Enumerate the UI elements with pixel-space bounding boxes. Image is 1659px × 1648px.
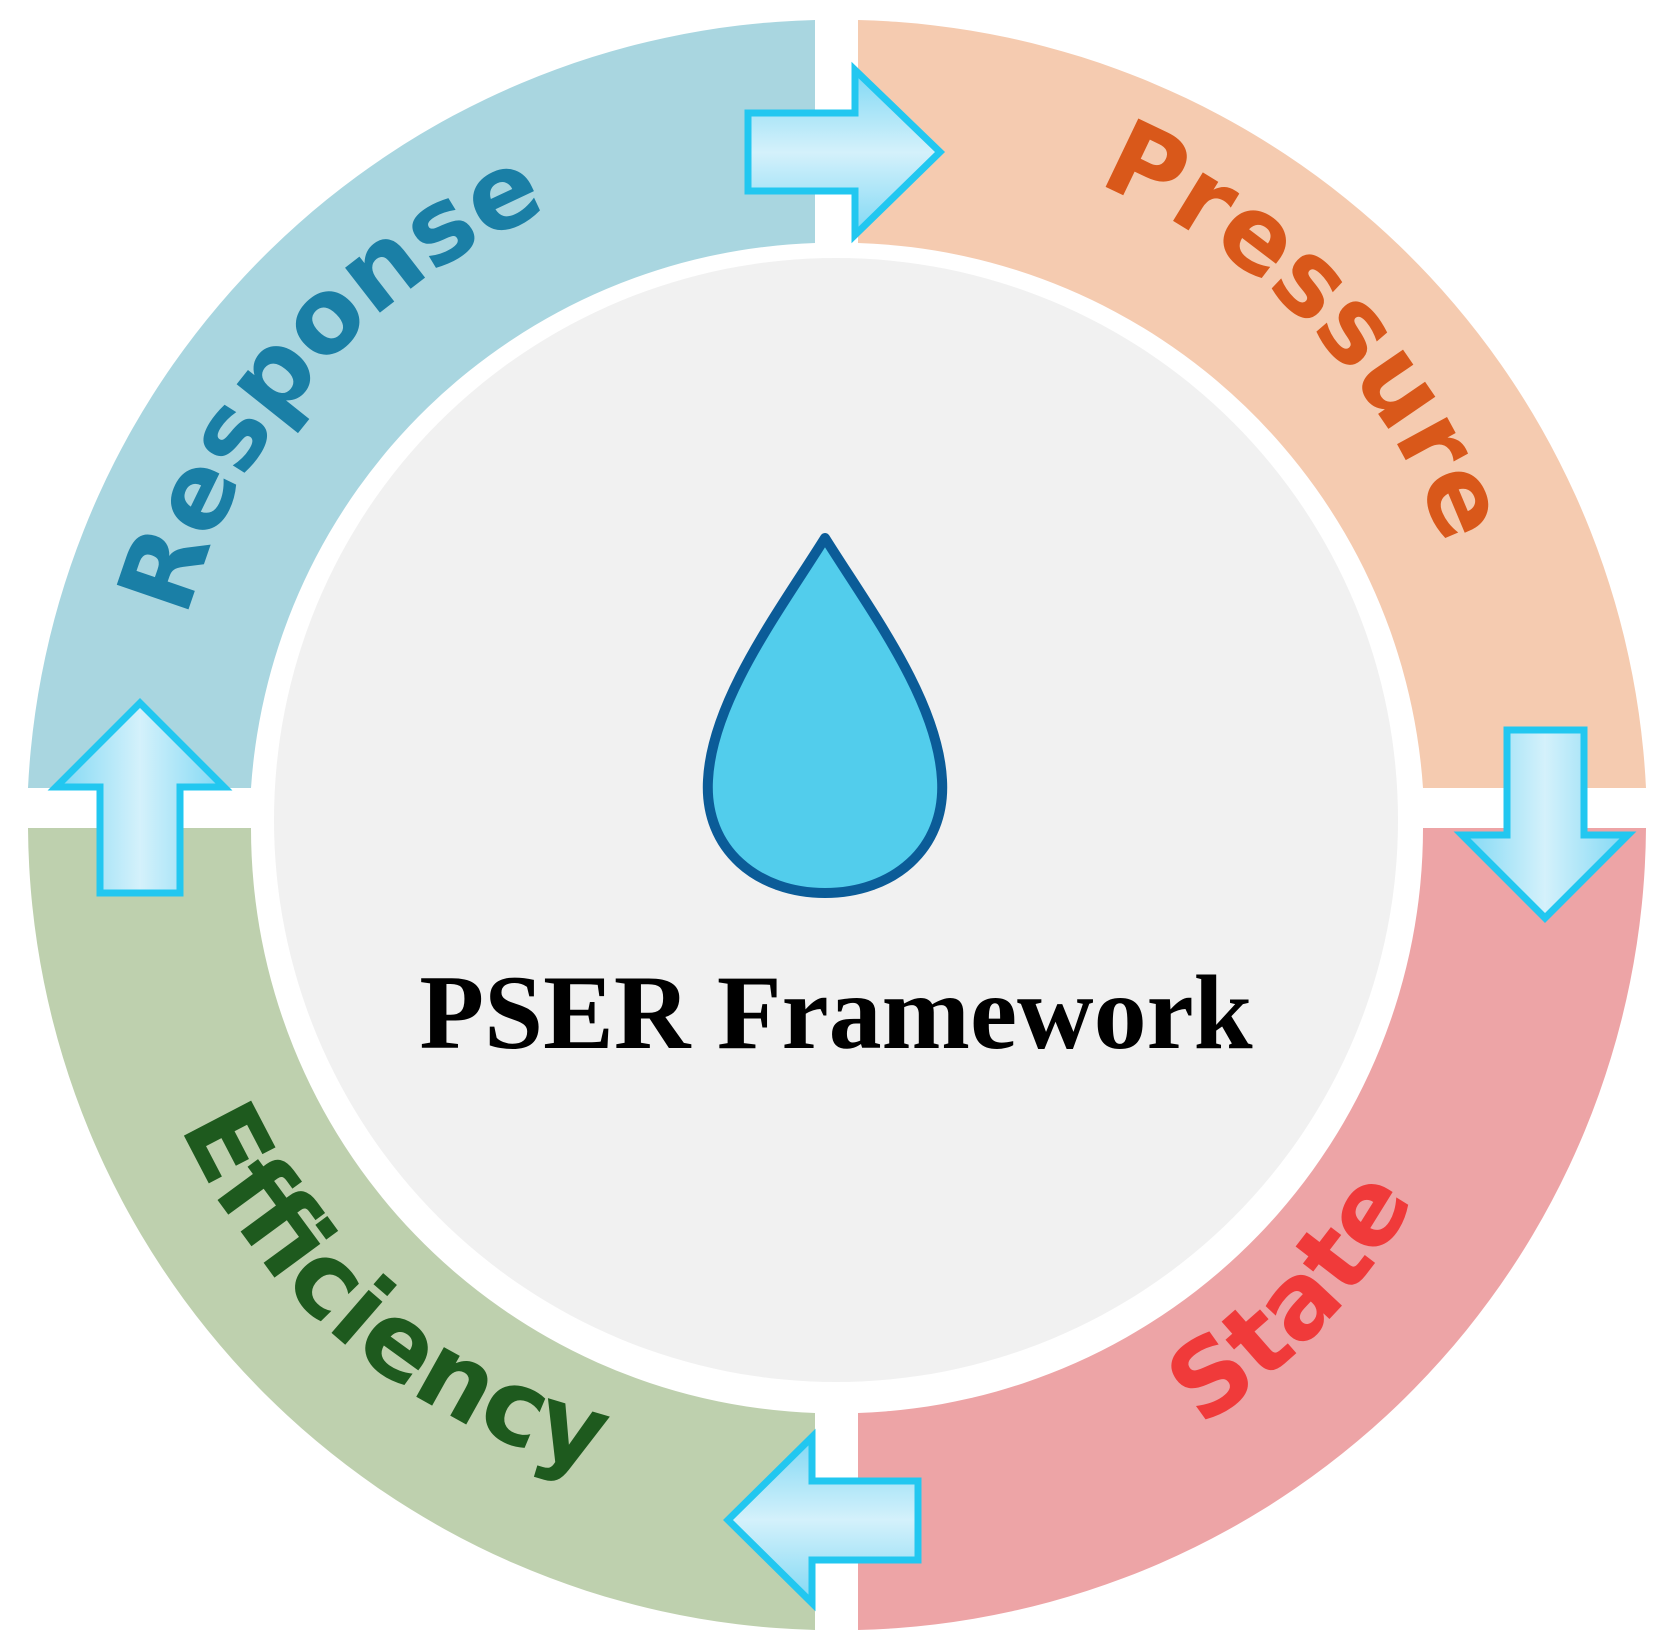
response-segment: [28, 20, 815, 788]
efficiency-segment: [28, 828, 815, 1630]
water-drop-icon: [702, 533, 948, 898]
arrow-left-icon: [723, 1428, 922, 1612]
framework-title: PSER Framework: [419, 954, 1252, 1071]
arrow-down-icon: [1453, 726, 1637, 923]
arrow-up-icon: [47, 698, 233, 897]
arrow-right-icon: [744, 61, 946, 244]
state-segment: [858, 828, 1646, 1630]
pressure-segment: [858, 20, 1646, 788]
